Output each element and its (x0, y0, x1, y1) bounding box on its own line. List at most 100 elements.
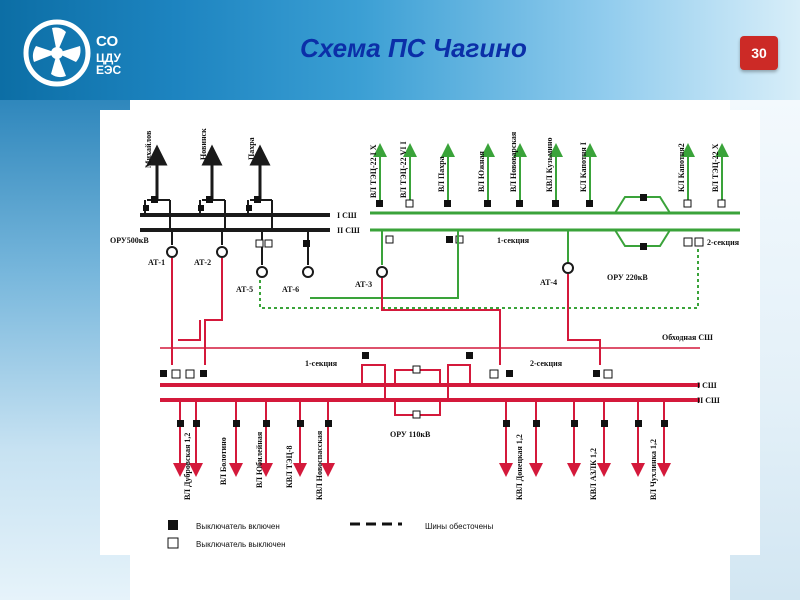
brand-text: СО (96, 34, 118, 49)
breaker-on (586, 200, 593, 207)
ru110-line-label-5: КВЛ Новоспасская (315, 430, 324, 500)
ru220-line-label-4: ВЛ Южная (477, 150, 486, 192)
ru110-bypass-label: Обходная СШ (662, 333, 713, 342)
breaker-on (246, 205, 252, 211)
ru500-bus-1-label: I СШ (337, 211, 357, 220)
ru110-line-label-1: ВЛ Дубровская 1,2 (183, 433, 192, 500)
breaker-off (405, 199, 414, 208)
ru500-line-label-1: Михайлов (144, 130, 153, 168)
breaker-off (683, 199, 692, 208)
breaker-off (683, 237, 693, 247)
at5-label: АТ-5 (236, 285, 253, 294)
breaker-off (412, 365, 421, 374)
breaker-on (160, 370, 167, 377)
breaker-off (489, 369, 499, 379)
at6-label: АТ-6 (282, 285, 299, 294)
ru110-section2: 2-секция (530, 359, 563, 368)
ru220-line-label-2: ВЛ ТЭЦ-22 VI I (399, 141, 408, 198)
breaker-on (601, 420, 608, 427)
ru220-line-label-5: ВЛ Нововарская (509, 131, 518, 192)
at4-label: АТ-4 (540, 278, 557, 287)
ru220-breakers (376, 199, 726, 247)
legend-on-icon (168, 520, 178, 530)
logo-icon (23, 19, 91, 87)
ru110-section1: 1-секция (305, 359, 338, 368)
breaker-on (640, 194, 647, 201)
breaker-on (198, 205, 204, 211)
at3-transformer (376, 266, 388, 278)
ru500-line-label-3: Пахра (247, 137, 256, 160)
page-number-badge: 30 (740, 36, 778, 70)
ru220-line-label-7: КЛ Капотня I (579, 142, 588, 192)
ru220-section1: 1-секция (497, 236, 530, 245)
legend-off-icon (167, 537, 179, 549)
ru500-label: ОРУ500кВ (110, 236, 149, 245)
breaker-on (362, 352, 369, 359)
brand-line-3: ЕЭС (96, 63, 122, 77)
at2-transformer (216, 246, 228, 258)
ru110-line-label-2: ВЛ Болотино (219, 437, 228, 485)
breaker-on (635, 420, 642, 427)
ru110-line-label-8: ВЛ Чухлинка 1,2 (649, 439, 658, 500)
breaker-on (193, 420, 200, 427)
breaker-on (200, 370, 207, 377)
ru110-feeder-breakers (177, 420, 668, 427)
breaker-on (593, 370, 600, 377)
at3-label: АТ-3 (355, 280, 372, 289)
at1-transformer (166, 246, 178, 258)
page-title: Схема ПС Чагино (300, 33, 527, 63)
breaker-on (143, 205, 149, 211)
breaker-off (171, 369, 181, 379)
at1-label: АТ-1 (148, 258, 165, 267)
breaker-off (717, 199, 726, 208)
at5-transformer (256, 266, 268, 278)
breaker-on (503, 420, 510, 427)
breaker-on (516, 200, 523, 207)
ru220-group: 1-секция 2-секция ОРУ 220кВ (259, 131, 740, 309)
at2-label: АТ-2 (194, 258, 211, 267)
breaker-on (484, 200, 491, 207)
breaker-on (376, 200, 383, 207)
breaker-on (506, 370, 513, 377)
breaker-on (297, 420, 304, 427)
ru110-line-label-3: ВЛ Юбилейная (255, 431, 264, 488)
breaker-off (455, 235, 464, 244)
breaker-on (533, 420, 540, 427)
brand-line-2: ЦДУ (96, 51, 121, 65)
ru220-line-label-8: КЛ Капотня2 (677, 143, 686, 192)
breaker-on (263, 420, 270, 427)
ru110-group: Обходная СШ I СШ II СШ 1-секция 2-секция… (160, 258, 720, 500)
ru220-section2: 2-секция (707, 238, 740, 247)
brand-line-1: СО (96, 33, 119, 50)
ru110-line-label-6: КВЛ Донецкая 1,2 (515, 434, 524, 500)
legend-off-label: Выключатель выключен (196, 540, 286, 549)
legend: Выключатель включен Выключатель выключен… (167, 520, 493, 549)
breaker-off (385, 235, 394, 244)
breaker-on (661, 420, 668, 427)
legend-dashed-label: Шины обесточены (425, 522, 493, 531)
ru500-group: I СШ II СШ ОРУ500кВ Михайлов Новинск Пах… (110, 128, 360, 294)
breaker-off (264, 239, 273, 248)
breaker-off (694, 237, 704, 247)
ru220-label: ОРУ 220кВ (607, 273, 648, 282)
breaker-on (177, 420, 184, 427)
ru110-bus-2-label: II СШ (697, 396, 720, 405)
brand-text-2: ЦДУ ЕЭС (96, 52, 121, 76)
at4-transformer (562, 262, 574, 274)
ru110-feeders (173, 400, 671, 477)
breaker-on (466, 352, 473, 359)
legend-on-label: Выключатель включен (196, 522, 280, 531)
ru220-line-label-1: ВЛ ТЭЦ-22 I X (369, 144, 378, 198)
ru500-line-label-2: Новинск (199, 128, 208, 160)
ru220-line-label-6: КВЛ Кузьмино (545, 137, 554, 192)
ru500-bus-2-label: II СШ (337, 226, 360, 235)
at6-transformer (302, 266, 314, 278)
breaker-on (640, 243, 647, 250)
ru220-line-label-3: ВЛ Пахра (437, 156, 446, 192)
breaker-on (446, 236, 453, 243)
breaker-off (412, 410, 421, 419)
diagram-panel (100, 110, 760, 555)
breaker-on (233, 420, 240, 427)
breaker-on (206, 196, 213, 203)
